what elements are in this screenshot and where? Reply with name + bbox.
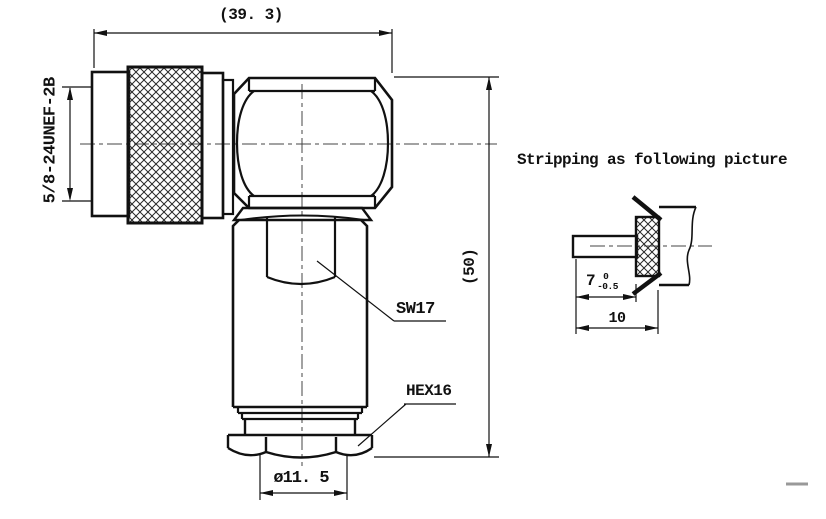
thread-spec-label: 5/8-24UNEF-2B	[41, 77, 61, 204]
main-view-arrowheads	[67, 30, 492, 496]
sw17-leader	[316, 260, 446, 322]
stripping-view-outline	[571, 195, 697, 296]
strip-length-value: 7	[586, 272, 596, 291]
main-view-part-outline	[90, 65, 394, 459]
total-length-dimension: 10	[608, 310, 626, 327]
stripping-title: Stripping as following picture	[517, 151, 788, 169]
dim-height-label: (50)	[461, 248, 480, 285]
diameter-label: ø11. 5	[273, 469, 329, 488]
wrench-size-label: SW17	[396, 300, 435, 319]
main-view-dimensions	[62, 29, 499, 500]
knurl-section	[126, 65, 204, 225]
stripping-view-arrowheads	[576, 294, 658, 331]
strip-length-dimension: 7 0 -0.5	[586, 272, 618, 292]
hex-size-label: HEX16	[406, 382, 452, 400]
braid-section	[634, 215, 661, 278]
strip-length-tolerance: 0 -0.5	[597, 271, 618, 292]
hex16-leader	[357, 403, 456, 447]
dim-width-label: (39. 3)	[219, 6, 283, 24]
